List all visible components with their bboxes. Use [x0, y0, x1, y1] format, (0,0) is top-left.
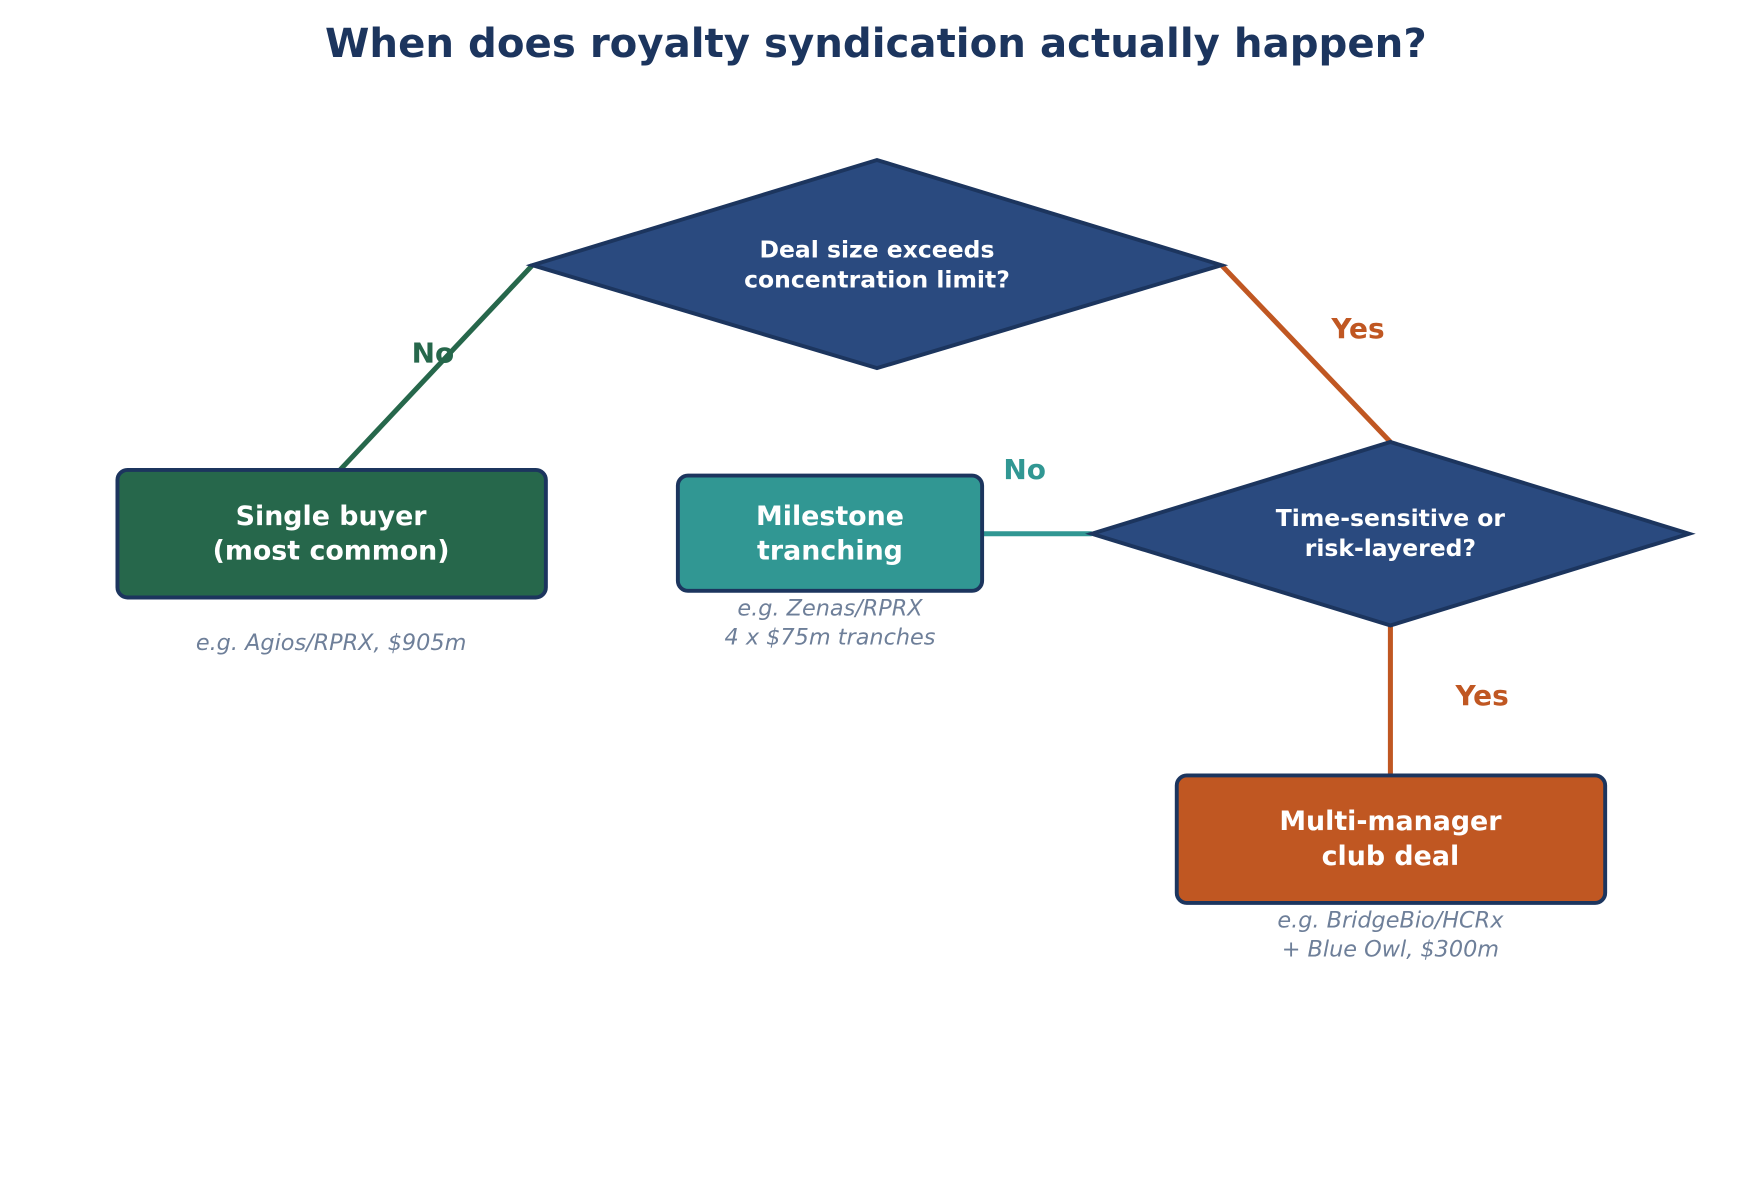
single-buyer-line-1: Single buyer: [236, 501, 428, 532]
edge-deal-size-yes: [1219, 263, 1393, 444]
multi-manager-line-1: Multi-manager: [1279, 806, 1502, 837]
single-buyer-caption: e.g. Agios/RPRX, $905m: [196, 630, 467, 656]
decision-deal-size-line-2: concentration limit?: [744, 266, 1010, 294]
edge-deal-size-no: [338, 263, 535, 472]
decision-time-sensitive: Time-sensitive or risk-layered?: [1085, 439, 1696, 628]
multi-manager-line-2: club deal: [1322, 841, 1460, 872]
decision-time-sensitive-line-1: Time-sensitive or: [1276, 504, 1506, 532]
chart-title: When does royalty syndication actually h…: [325, 21, 1427, 67]
multi-manager-caption-line-2: + Blue Owl, $300m: [1282, 937, 1499, 963]
milestone-line-2: tranching: [757, 535, 903, 566]
milestone-caption-line-1: e.g. Zenas/RPRX: [737, 595, 923, 621]
edge-label-no-milestone: No: [1003, 453, 1046, 486]
decision-deal-size-line-1: Deal size exceeds: [760, 235, 995, 263]
milestone-caption-line-2: 4 x $75m tranches: [725, 624, 936, 650]
outcome-milestone-tranching: Milestone tranching e.g. Zenas/RPRX 4 x …: [675, 473, 985, 650]
outcome-single-buyer: Single buyer (most common) e.g. Agios/RP…: [115, 467, 548, 656]
decision-diamond-shape: [1085, 439, 1696, 628]
edge-label-yes-time-sensitive: Yes: [1330, 312, 1384, 345]
multi-manager-caption-line-1: e.g. BridgeBio/HCRx: [1277, 908, 1504, 934]
decision-deal-size: Deal size exceeds concentration limit?: [525, 157, 1229, 371]
outcome-box: [115, 467, 548, 600]
decision-time-sensitive-line-2: risk-layered?: [1305, 534, 1476, 562]
milestone-line-1: Milestone: [756, 501, 904, 532]
edge-label-no-single-buyer: No: [412, 337, 455, 370]
outcome-box: [1174, 773, 1608, 905]
edge-label-yes-multi-manager: Yes: [1454, 679, 1508, 712]
outcome-multi-manager: Multi-manager club deal e.g. BridgeBio/H…: [1174, 773, 1608, 963]
single-buyer-line-2: (most common): [213, 535, 450, 566]
decision-diamond-shape: [525, 157, 1229, 371]
outcome-box: [675, 473, 985, 593]
